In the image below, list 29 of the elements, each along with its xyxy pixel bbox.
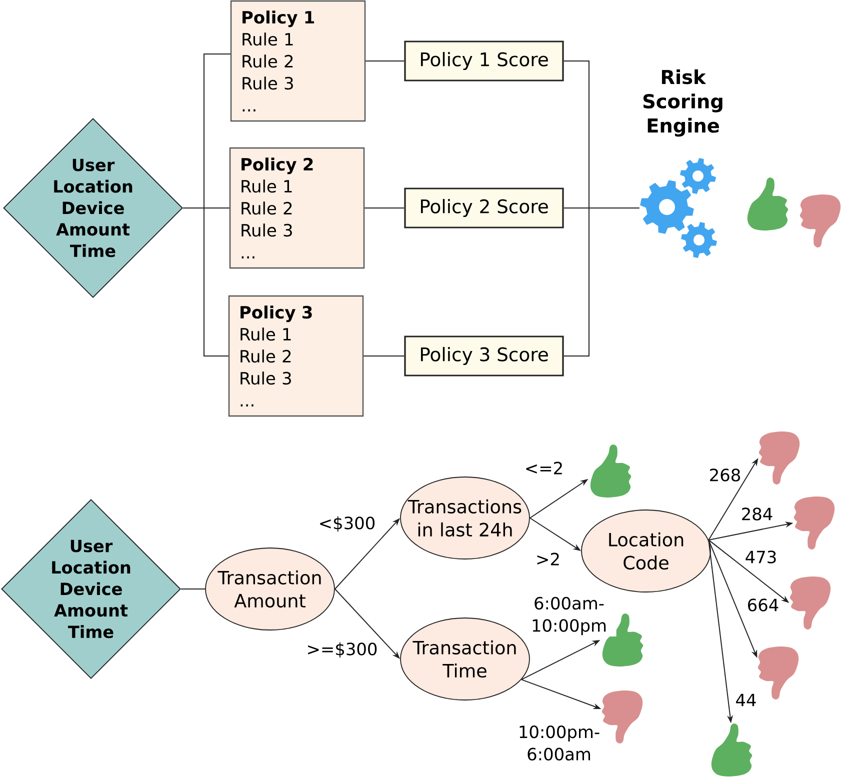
policy-box: Policy 3 Rule 1 Rule 2 Rule 3 ... [228, 295, 364, 417]
connector-line [182, 208, 229, 356]
policy-box: Policy 1 Rule 1 Rule 2 Rule 3 ... [230, 0, 366, 122]
engine-heading: Risk Scoring Engine [643, 69, 722, 137]
edge-label: 284 [740, 506, 774, 522]
edge-label: 6:00am- 10:00pm [522, 595, 616, 636]
thumbs-down-icon [758, 646, 799, 700]
connector-line [365, 60, 405, 62]
edge-label: 473 [744, 549, 778, 565]
edge-label: >2 [534, 551, 562, 567]
thumbs-up-icon [590, 444, 632, 498]
connector-line [563, 208, 640, 356]
edge-label: 664 [746, 597, 780, 613]
edge-label: 44 [734, 692, 758, 708]
connector-line [180, 588, 206, 590]
edge-label: >=$300 [304, 640, 380, 659]
edge-label: <=2 [523, 460, 565, 476]
score-box: Policy 3 Score [404, 336, 564, 376]
score-box: Policy 1 Score [404, 40, 564, 82]
policy-box: Policy 2 Rule 1 Rule 2 Rule 3 ... [229, 147, 365, 269]
thumbs-up-icon [711, 724, 752, 776]
edge-label: 10:00pm- 6:00am [512, 724, 606, 762]
thumbs-down-icon [758, 432, 800, 484]
edge-label: 268 [708, 467, 742, 483]
thumbs-down-icon [790, 576, 831, 630]
thumbs-down-icon [602, 690, 643, 744]
thumbs-down-icon [794, 496, 835, 550]
score-box: Policy 2 Score [404, 188, 564, 228]
edge-label: <$300 [317, 514, 377, 533]
